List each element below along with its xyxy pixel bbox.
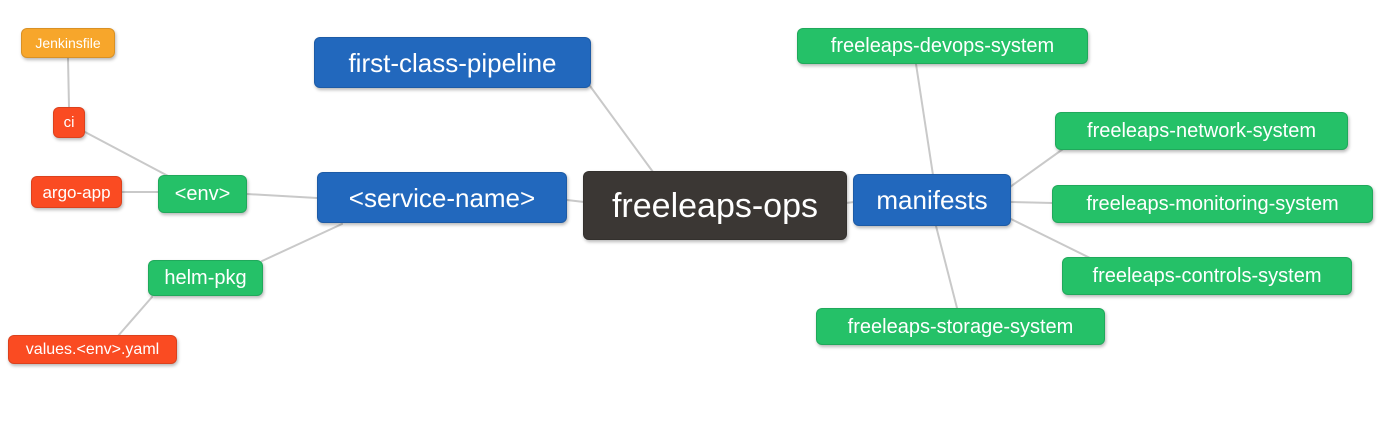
node-helm-pkg[interactable]: helm-pkg xyxy=(148,260,263,296)
node-argo-app[interactable]: argo-app xyxy=(31,176,122,208)
edge-ops-manifests xyxy=(845,201,855,204)
edge-manifests-network-system xyxy=(1009,148,1064,188)
edge-service-name-helm-pkg xyxy=(261,223,343,262)
edge-first-class-pipeline-ops xyxy=(589,85,654,173)
node-jenkinsfile[interactable]: Jenkinsfile xyxy=(21,28,115,58)
node-manifests[interactable]: manifests xyxy=(853,174,1011,226)
node-freeleaps-controls-system[interactable]: freeleaps-controls-system xyxy=(1062,257,1352,295)
node-freeleaps-network-system[interactable]: freeleaps-network-system xyxy=(1055,112,1348,150)
node-values-env-yaml[interactable]: values.<env>.yaml xyxy=(8,335,177,364)
node-freeleaps-monitoring-system[interactable]: freeleaps-monitoring-system xyxy=(1052,185,1373,223)
edge-ci-env xyxy=(84,131,171,178)
edge-jenkinsfile-ci xyxy=(67,57,70,108)
edge-helm-pkg-values-env-yaml xyxy=(117,296,153,337)
edge-manifests-devops-system xyxy=(915,63,934,176)
edge-service-name-ops xyxy=(566,199,585,203)
node-service-name[interactable]: <service-name> xyxy=(317,172,567,223)
node-freeleaps-devops-system[interactable]: freeleaps-devops-system xyxy=(797,28,1088,64)
edge-manifests-controls-system xyxy=(1010,218,1091,259)
edge-manifests-monitoring-system xyxy=(1009,201,1054,204)
node-env[interactable]: <env> xyxy=(158,175,247,213)
edge-manifests-storage-system xyxy=(935,225,958,309)
edge-env-service-name xyxy=(246,193,318,199)
node-freeleaps-ops[interactable]: freeleaps-ops xyxy=(583,171,847,240)
node-ci[interactable]: ci xyxy=(53,107,85,138)
node-first-class-pipeline[interactable]: first-class-pipeline xyxy=(314,37,591,88)
node-freeleaps-storage-system[interactable]: freeleaps-storage-system xyxy=(816,308,1105,345)
